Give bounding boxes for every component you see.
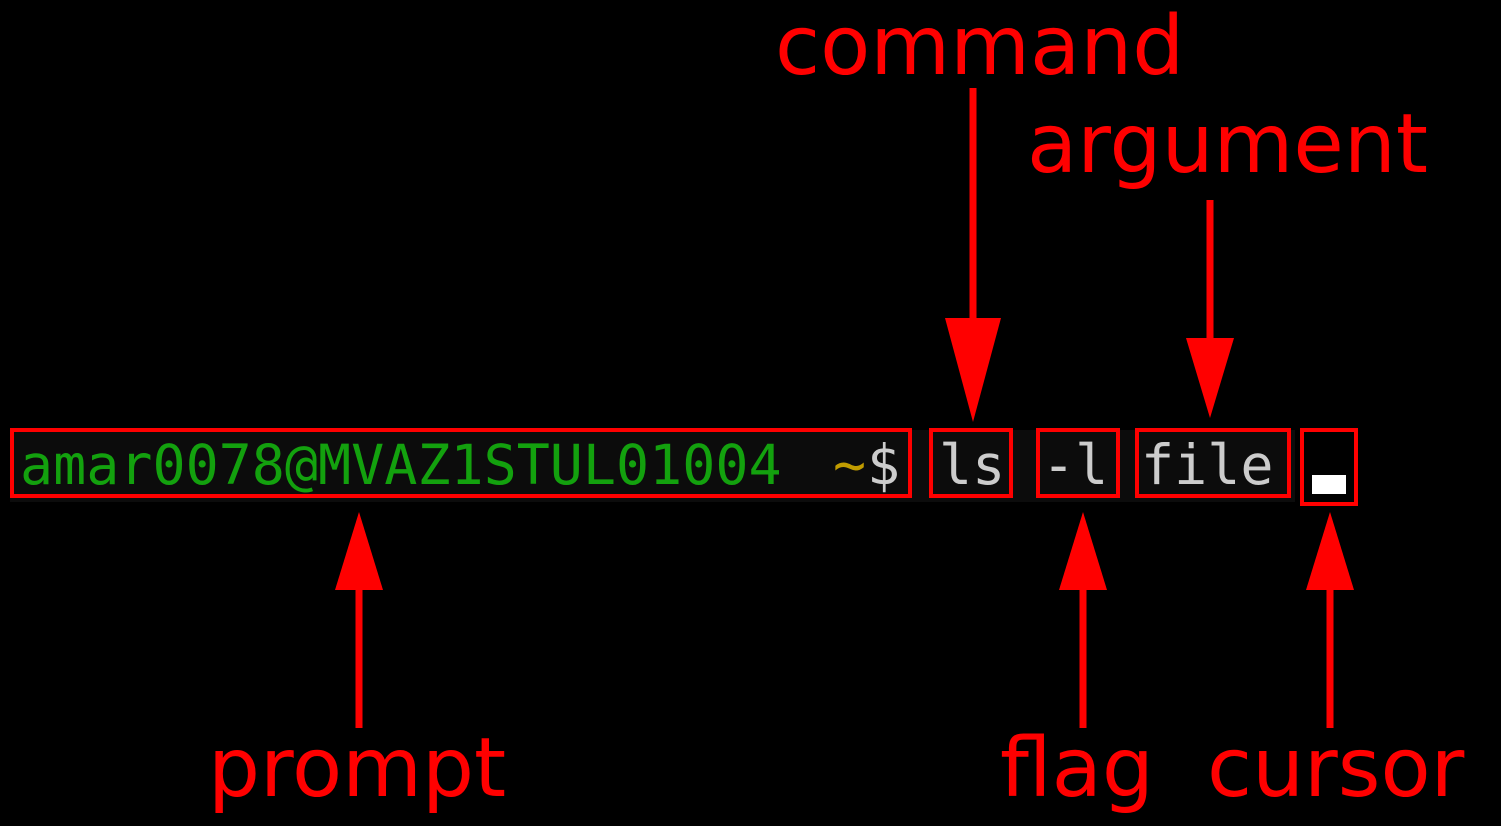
prompt-label: prompt bbox=[208, 721, 507, 816]
command-highlight-box bbox=[929, 428, 1013, 498]
terminal-line bbox=[10, 430, 1295, 502]
prompt-arrow bbox=[335, 512, 383, 728]
argument-arrow bbox=[1186, 200, 1234, 418]
flag-label: flag bbox=[1000, 721, 1154, 816]
cursor-arrow bbox=[1306, 512, 1354, 728]
flag-text: -l bbox=[1042, 433, 1109, 497]
command-text: ls bbox=[939, 433, 1006, 497]
argument-label: argument bbox=[1027, 97, 1428, 192]
prompt-tilde: ~ bbox=[833, 433, 867, 497]
prompt-dollar: $ bbox=[867, 433, 901, 497]
prompt-user-host: amar0078@MVAZ1STUL01004 bbox=[20, 433, 782, 497]
flag-highlight-box bbox=[1036, 428, 1120, 498]
command-arrow bbox=[945, 88, 1001, 422]
cursor-highlight-box bbox=[1300, 428, 1358, 506]
argument-highlight-box bbox=[1135, 428, 1291, 498]
flag-arrow bbox=[1059, 512, 1107, 728]
command-label: command bbox=[775, 0, 1185, 94]
cursor-label: cursor bbox=[1207, 721, 1465, 816]
argument-text: file bbox=[1141, 433, 1274, 497]
terminal-cursor bbox=[1312, 475, 1346, 494]
prompt-highlight-box bbox=[10, 428, 912, 498]
